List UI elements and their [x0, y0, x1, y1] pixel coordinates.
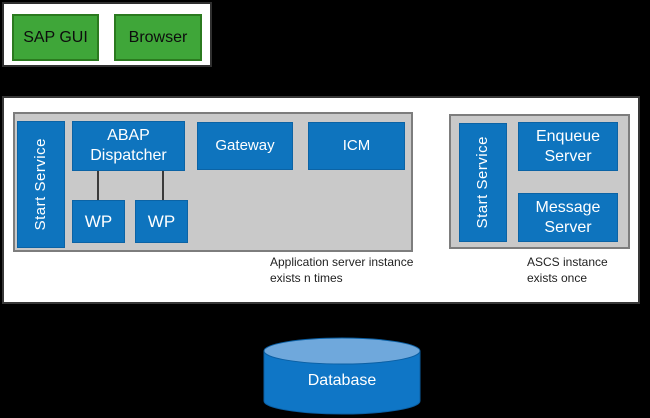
application-server-caption: Application server instance exists n tim…: [270, 255, 414, 285]
ascs-start-service-node: Start Service: [459, 123, 507, 242]
client-layer-box: SAP GUI Browser: [2, 2, 212, 67]
browser-label: Browser: [128, 28, 188, 46]
sap-gui-node: SAP GUI: [12, 14, 99, 61]
enqueue-server-node: Enqueue Server: [518, 122, 618, 171]
ascs-caption: ASCS instance exists once: [527, 255, 608, 285]
database-cylinder: Database: [262, 336, 422, 416]
dispatcher-wp1-connector-line: [97, 171, 99, 200]
message-server-node: Message Server: [518, 193, 618, 242]
gateway-node: Gateway: [197, 122, 293, 170]
work-process-2-label: WP: [147, 211, 176, 231]
icm-label: ICM: [342, 136, 371, 154]
gateway-label: Gateway: [215, 136, 275, 154]
sap-gui-label: SAP GUI: [23, 28, 88, 46]
work-process-2-node: WP: [135, 200, 188, 243]
app-start-service-node: Start Service: [17, 121, 65, 248]
database-cylinder-top: [263, 337, 421, 365]
work-process-1-label: WP: [84, 211, 113, 231]
database-cylinder-shape: [263, 337, 421, 415]
database-label: Database: [307, 372, 377, 389]
message-server-label: Message Server: [535, 198, 601, 236]
database-cylinder-body: [263, 350, 421, 415]
abap-dispatcher-node: ABAP Dispatcher: [72, 121, 185, 171]
work-process-1-node: WP: [72, 200, 125, 243]
abap-dispatcher-label: ABAP Dispatcher: [90, 127, 167, 164]
enqueue-server-label: Enqueue Server: [535, 127, 601, 165]
browser-node: Browser: [114, 14, 202, 61]
ascs-start-service-label: Start Service: [473, 136, 491, 229]
app-start-service-label: Start Service: [31, 138, 49, 231]
dispatcher-wp2-connector-line: [162, 171, 164, 200]
icm-node: ICM: [308, 122, 405, 170]
